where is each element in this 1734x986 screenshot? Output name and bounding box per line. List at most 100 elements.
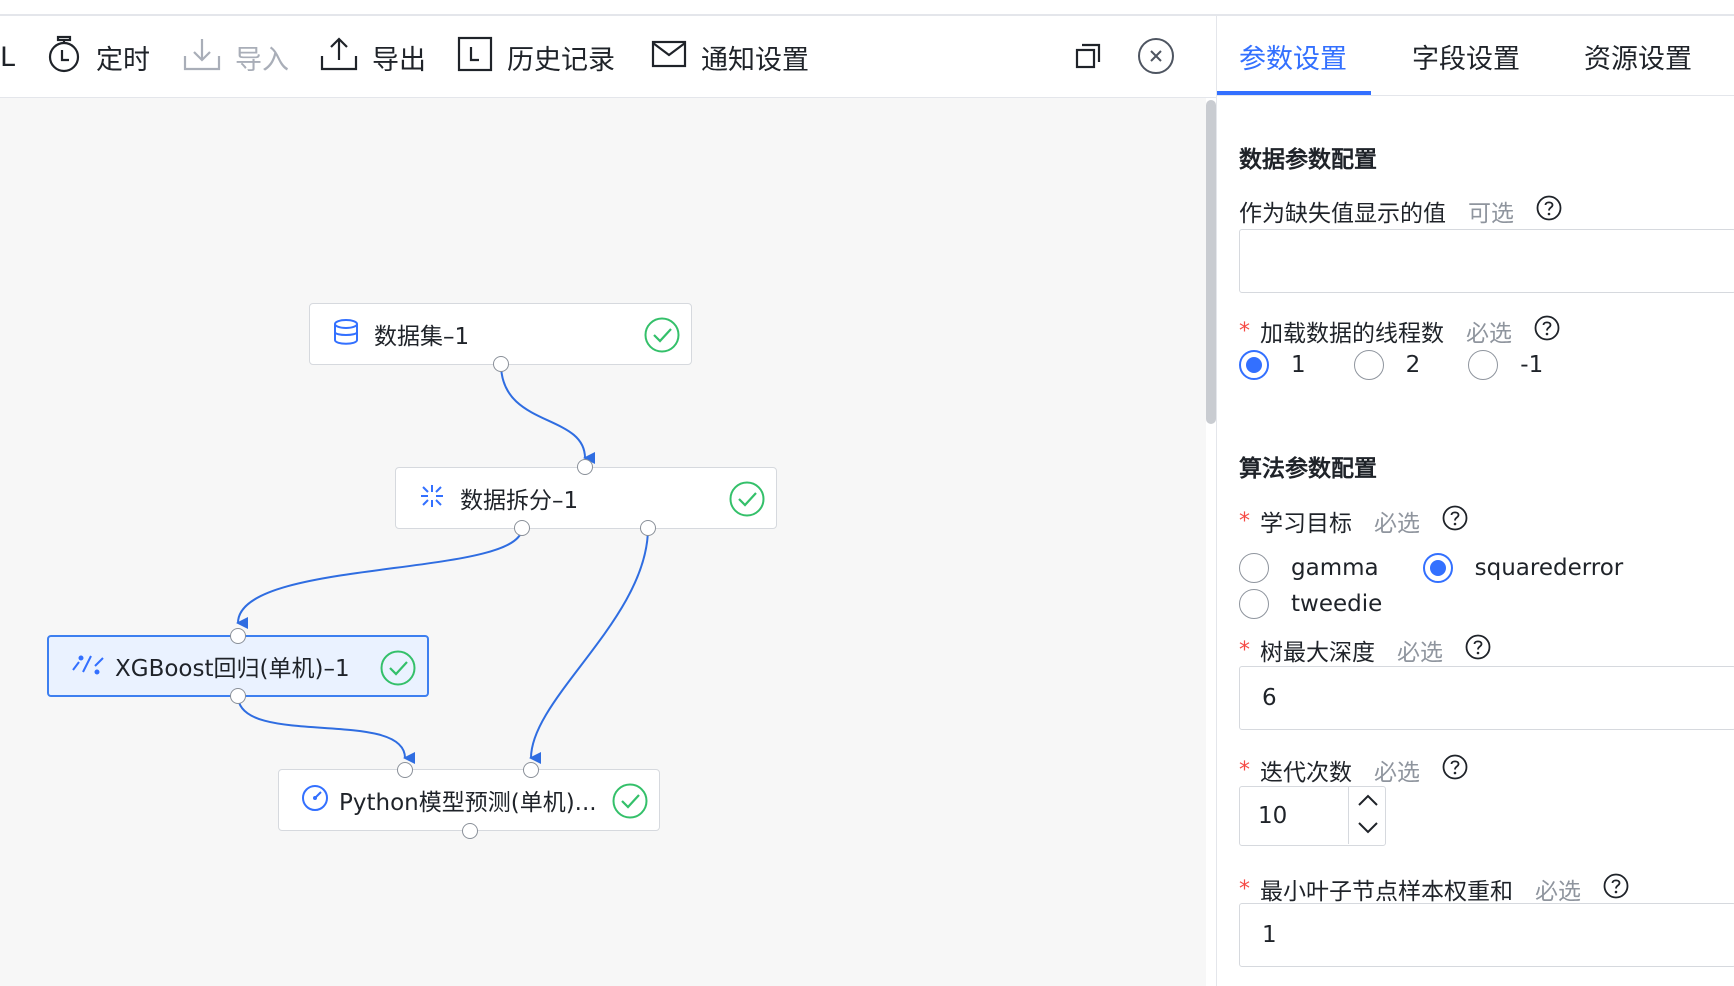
schedule-button[interactable]: 定时 <box>46 16 150 98</box>
radio-label: 2 <box>1405 352 1421 378</box>
objective-option-squarederror[interactable]: squarederror <box>1422 553 1623 583</box>
help-icon[interactable] <box>1442 505 1468 537</box>
node-python-predict[interactable]: Python模型预测(单机)... <box>278 769 660 831</box>
split-icon <box>418 482 446 514</box>
max-depth-label: * 树最大深度 必选 <box>1239 633 1491 667</box>
radio-label: tweedie <box>1291 591 1383 617</box>
radio-label: 1 <box>1291 352 1306 378</box>
threads-radio-group: 1 2 -1 <box>1239 350 1543 380</box>
algo-section-title: 算法参数配置 <box>1239 456 1377 482</box>
history-label: 历史记录 <box>507 44 615 76</box>
objective-radio-row-2: tweedie <box>1239 589 1382 619</box>
port-split-out-right[interactable] <box>640 520 656 536</box>
port-dataset-out[interactable] <box>493 356 509 372</box>
required-mark: * <box>1239 757 1250 783</box>
missing-value-input[interactable] <box>1239 229 1734 293</box>
settings-tabs: 参数设置 字段设置 资源设置 <box>1217 16 1734 96</box>
field-label-text: 作为缺失值显示的值 <box>1239 201 1446 227</box>
required-mark: * <box>1239 318 1250 344</box>
export-button[interactable]: 导出 <box>320 16 426 98</box>
canvas-scrollbar-thumb[interactable] <box>1206 100 1216 424</box>
field-label-text: 最小叶子节点样本权重和 <box>1260 879 1513 905</box>
node-dataset[interactable]: 数据集–1 <box>309 303 692 365</box>
help-icon[interactable] <box>1603 873 1629 905</box>
export-icon <box>320 36 358 79</box>
success-check-icon <box>379 649 417 687</box>
min-child-weight-label: * 最小叶子节点样本权重和 必选 <box>1239 872 1629 906</box>
toolbar-item-truncated[interactable]: L <box>0 16 15 98</box>
edge-dataset-to-split <box>500 363 596 464</box>
increment-button[interactable] <box>1349 787 1386 815</box>
missing-value-label: 作为缺失值显示的值 可选 <box>1239 194 1562 228</box>
iterations-label: * 迭代次数 必选 <box>1239 753 1468 787</box>
edge-split-to-predict <box>529 527 649 765</box>
port-split-in[interactable] <box>577 459 593 475</box>
node-title: 数据集–1 <box>374 324 470 350</box>
database-icon <box>332 318 360 350</box>
node-data-split[interactable]: 数据拆分–1 <box>395 467 777 529</box>
tab-resource-settings[interactable]: 资源设置 <box>1584 43 1692 75</box>
help-icon[interactable] <box>1465 634 1491 666</box>
required-mark: * <box>1239 508 1250 534</box>
import-label: 导入 <box>235 44 289 76</box>
port-xgboost-in[interactable] <box>230 628 246 644</box>
field-label-text: 树最大深度 <box>1260 640 1375 666</box>
schedule-label: 定时 <box>96 44 150 76</box>
required-hint: 必选 <box>1466 321 1512 347</box>
workflow-canvas[interactable]: 数据集–1 数据拆分–1 XGBoost回归(单机)–1 Python模型预 <box>0 98 1206 986</box>
notification-settings-label: 通知设置 <box>701 44 809 76</box>
node-title: 数据拆分–1 <box>460 488 579 514</box>
chevron-up-icon <box>1357 792 1379 811</box>
port-predict-in-right[interactable] <box>523 762 539 778</box>
port-predict-in-left[interactable] <box>397 762 413 778</box>
toolbar: L 定时 导入 导出 历史记录 通知设置 <box>0 16 1216 98</box>
iterations-value[interactable]: 10 <box>1258 802 1288 829</box>
radio-circle <box>1239 350 1269 380</box>
radio-circle <box>1239 589 1269 619</box>
threads-option-1[interactable]: 1 <box>1239 350 1306 380</box>
close-button[interactable] <box>1134 36 1178 80</box>
import-icon <box>183 36 221 79</box>
success-check-icon <box>643 316 681 354</box>
mail-icon <box>651 40 687 75</box>
tab-param-settings[interactable]: 参数设置 <box>1239 43 1347 75</box>
threads-option-2[interactable]: 2 <box>1353 350 1421 380</box>
history-icon <box>457 36 493 79</box>
min-child-weight-input[interactable]: 1 <box>1239 903 1734 967</box>
import-button[interactable]: 导入 <box>183 16 289 98</box>
field-label-text: 学习目标 <box>1260 511 1352 537</box>
objective-option-gamma[interactable]: gamma <box>1239 553 1379 583</box>
active-tab-indicator <box>1217 91 1371 95</box>
required-mark: * <box>1239 876 1250 902</box>
iterations-stepper[interactable]: 10 <box>1239 786 1386 846</box>
success-check-icon <box>611 782 649 820</box>
settings-panel: 参数设置 字段设置 资源设置 数据参数配置 作为缺失值显示的值 可选 * 加载数… <box>1217 16 1734 986</box>
export-label: 导出 <box>372 44 426 76</box>
field-label-text: 迭代次数 <box>1260 760 1352 786</box>
chevron-down-icon <box>1357 820 1379 839</box>
threads-option-minus-1[interactable]: -1 <box>1468 350 1543 380</box>
node-title: Python模型预测(单机)... <box>339 790 597 816</box>
edge-split-to-xgboost <box>236 527 523 630</box>
port-split-out-left[interactable] <box>514 520 530 536</box>
radio-circle <box>1353 350 1384 380</box>
help-icon[interactable] <box>1536 195 1562 227</box>
max-depth-input[interactable]: 6 <box>1239 666 1734 730</box>
notification-settings-button[interactable]: 通知设置 <box>651 16 809 98</box>
help-icon[interactable] <box>1534 315 1560 347</box>
decrement-button[interactable] <box>1349 815 1386 843</box>
gauge-icon <box>301 784 329 816</box>
regression-icon <box>71 652 105 680</box>
help-icon[interactable] <box>1442 754 1468 786</box>
radio-circle <box>1468 350 1499 380</box>
port-predict-out[interactable] <box>462 823 478 839</box>
copy-button[interactable] <box>1066 36 1110 80</box>
tab-field-settings[interactable]: 字段设置 <box>1412 43 1520 75</box>
toolbar-truncated-label: L <box>0 41 16 73</box>
objective-option-tweedie[interactable]: tweedie <box>1239 589 1382 619</box>
radio-label: gamma <box>1291 555 1379 581</box>
history-button[interactable]: 历史记录 <box>457 16 615 98</box>
port-xgboost-out[interactable] <box>230 688 246 704</box>
radio-circle <box>1422 553 1453 583</box>
stepper-buttons <box>1348 787 1385 844</box>
